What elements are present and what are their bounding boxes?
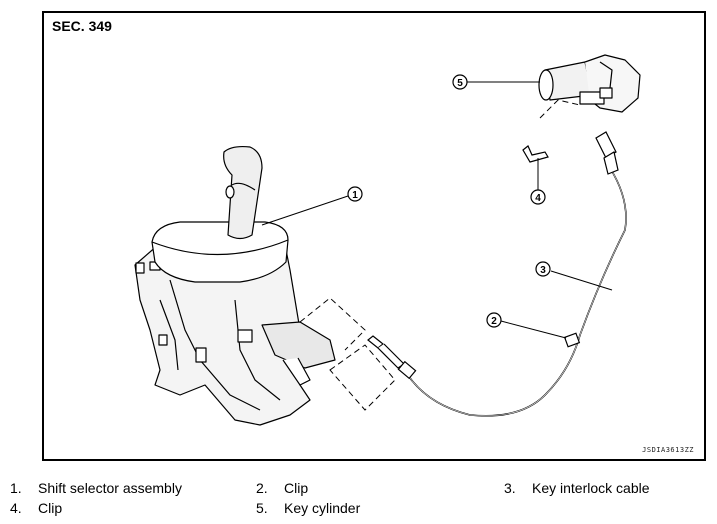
legend-number: 1. <box>10 480 22 496</box>
callout-2: 2 <box>486 312 502 328</box>
svg-text:1: 1 <box>352 190 358 201</box>
legend-item-2: 2. Clip <box>256 480 308 496</box>
legend-number: 2. <box>256 480 268 496</box>
svg-text:4: 4 <box>535 193 541 204</box>
callout-4: 4 <box>530 189 546 205</box>
callout-1: 1 <box>347 186 363 202</box>
legend-item-5: 5. Key cylinder <box>256 500 360 516</box>
legend-item-3: 3. Key interlock cable <box>504 480 650 496</box>
cable-inner-highlight <box>409 167 627 417</box>
callout-5: 5 <box>452 74 468 90</box>
cable-end-key-cylinder <box>595 131 619 175</box>
legend-text: Key interlock cable <box>532 480 650 496</box>
shift-selector-assembly-drawing <box>134 145 336 426</box>
legend-text: Clip <box>38 500 63 516</box>
cable-end-selector <box>367 335 417 380</box>
clip-2-drawing <box>563 332 581 348</box>
key-interlock-cable-line <box>409 167 627 417</box>
legend-text: Clip <box>284 480 309 496</box>
legend-item-1: 1. Shift selector assembly <box>10 480 182 496</box>
section-label: SEC. 349 <box>52 18 112 34</box>
svg-text:5: 5 <box>457 78 463 89</box>
svg-text:3: 3 <box>540 265 546 276</box>
legend-number: 3. <box>504 480 516 496</box>
detail-dashed-outline <box>299 99 581 411</box>
image-code: JSDIA3613ZZ <box>642 446 694 454</box>
legend-number: 4. <box>10 500 22 516</box>
callout-3: 3 <box>535 261 551 277</box>
clip-4-drawing <box>522 145 549 163</box>
key-cylinder-drawing <box>538 54 641 113</box>
legend-item-4: 4. Clip <box>10 500 62 516</box>
legend-text: Key cylinder <box>284 500 361 516</box>
leader-lines <box>261 81 613 339</box>
svg-text:2: 2 <box>491 316 497 327</box>
legend-text: Shift selector assembly <box>38 480 182 496</box>
legend-number: 5. <box>256 500 268 516</box>
